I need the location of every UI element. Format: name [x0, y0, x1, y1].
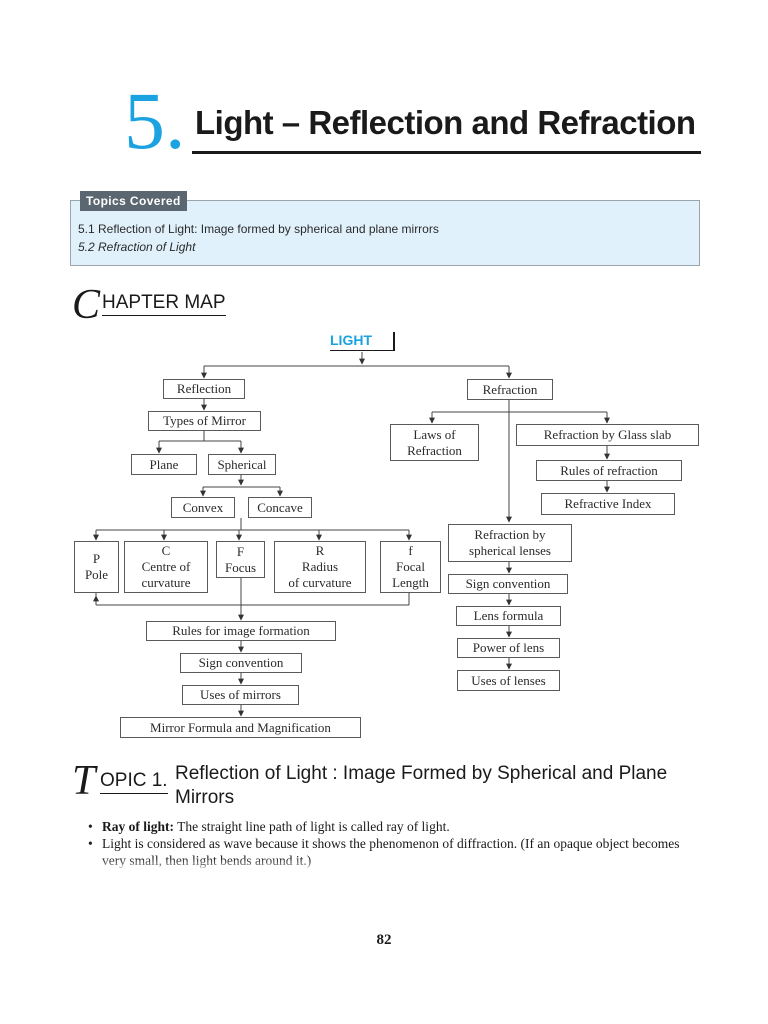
topic-initial: T: [72, 758, 96, 804]
chapter-map-root: LIGHT: [330, 332, 372, 348]
node-power-of-lens: Power of lens: [457, 638, 560, 658]
bullet-item: Ray of light: The straight line path of …: [86, 818, 706, 835]
node-sign-convention-lens: Sign convention: [448, 574, 568, 594]
node-types-of-mirror: Types of Mirror: [148, 411, 261, 431]
node-mirror-formula: Mirror Formula and Magnification: [120, 717, 361, 738]
node-pole: P Pole: [74, 541, 119, 593]
bullet-text: The straight line path of light is calle…: [174, 819, 450, 834]
page-fade: [70, 858, 710, 874]
node-sign-convention-mirror: Sign convention: [180, 653, 302, 673]
node-concave: Concave: [248, 497, 312, 518]
bullet-term: Ray of light:: [102, 819, 174, 834]
node-uses-of-lenses: Uses of lenses: [457, 670, 560, 691]
chapter-number: 5.: [124, 75, 186, 166]
node-focus: F Focus: [216, 541, 265, 578]
root-bar: [393, 332, 395, 351]
node-rules-image-formation: Rules for image formation: [146, 621, 336, 641]
node-rules-of-refraction: Rules of refraction: [536, 460, 682, 481]
chapter-map-initial: C: [72, 282, 101, 328]
node-reflection: Reflection: [163, 379, 245, 399]
node-uses-of-mirrors: Uses of mirrors: [182, 685, 299, 705]
topic-title: Reflection of Light : Image Formed by Sp…: [175, 763, 668, 808]
chapter-title: Light – Reflection and Refraction: [195, 104, 696, 141]
topics-covered-box: [70, 200, 700, 266]
chapter-map-heading: HAPTER MAP: [102, 292, 226, 316]
node-lens-formula: Lens formula: [456, 606, 561, 626]
node-laws-of-refraction: Laws of Refraction: [390, 424, 479, 461]
node-refraction-glass-slab: Refraction by Glass slab: [516, 424, 699, 446]
node-focal-length: f Focal Length: [380, 541, 441, 593]
topics-covered-label: Topics Covered: [80, 191, 187, 211]
topic-item-1[interactable]: 5.1 Reflection of Light: Image formed by…: [78, 222, 439, 236]
node-centre-of-curvature: C Centre of curvature: [124, 541, 208, 593]
page-number: 82: [376, 932, 392, 948]
node-plane: Plane: [131, 454, 197, 475]
root-underline: [330, 350, 394, 351]
node-refractive-index: Refractive Index: [541, 493, 675, 515]
node-refraction-spherical-lenses: Refraction by spherical lenses: [448, 524, 572, 562]
node-spherical: Spherical: [208, 454, 276, 475]
node-refraction: Refraction: [467, 379, 553, 400]
node-radius-of-curvature: R Radius of curvature: [274, 541, 366, 593]
node-convex: Convex: [171, 497, 235, 518]
topic-number: OPIC 1.: [100, 770, 168, 794]
title-rule: [192, 151, 701, 154]
topic-item-2[interactable]: 5.2 Refraction of Light: [78, 240, 196, 254]
